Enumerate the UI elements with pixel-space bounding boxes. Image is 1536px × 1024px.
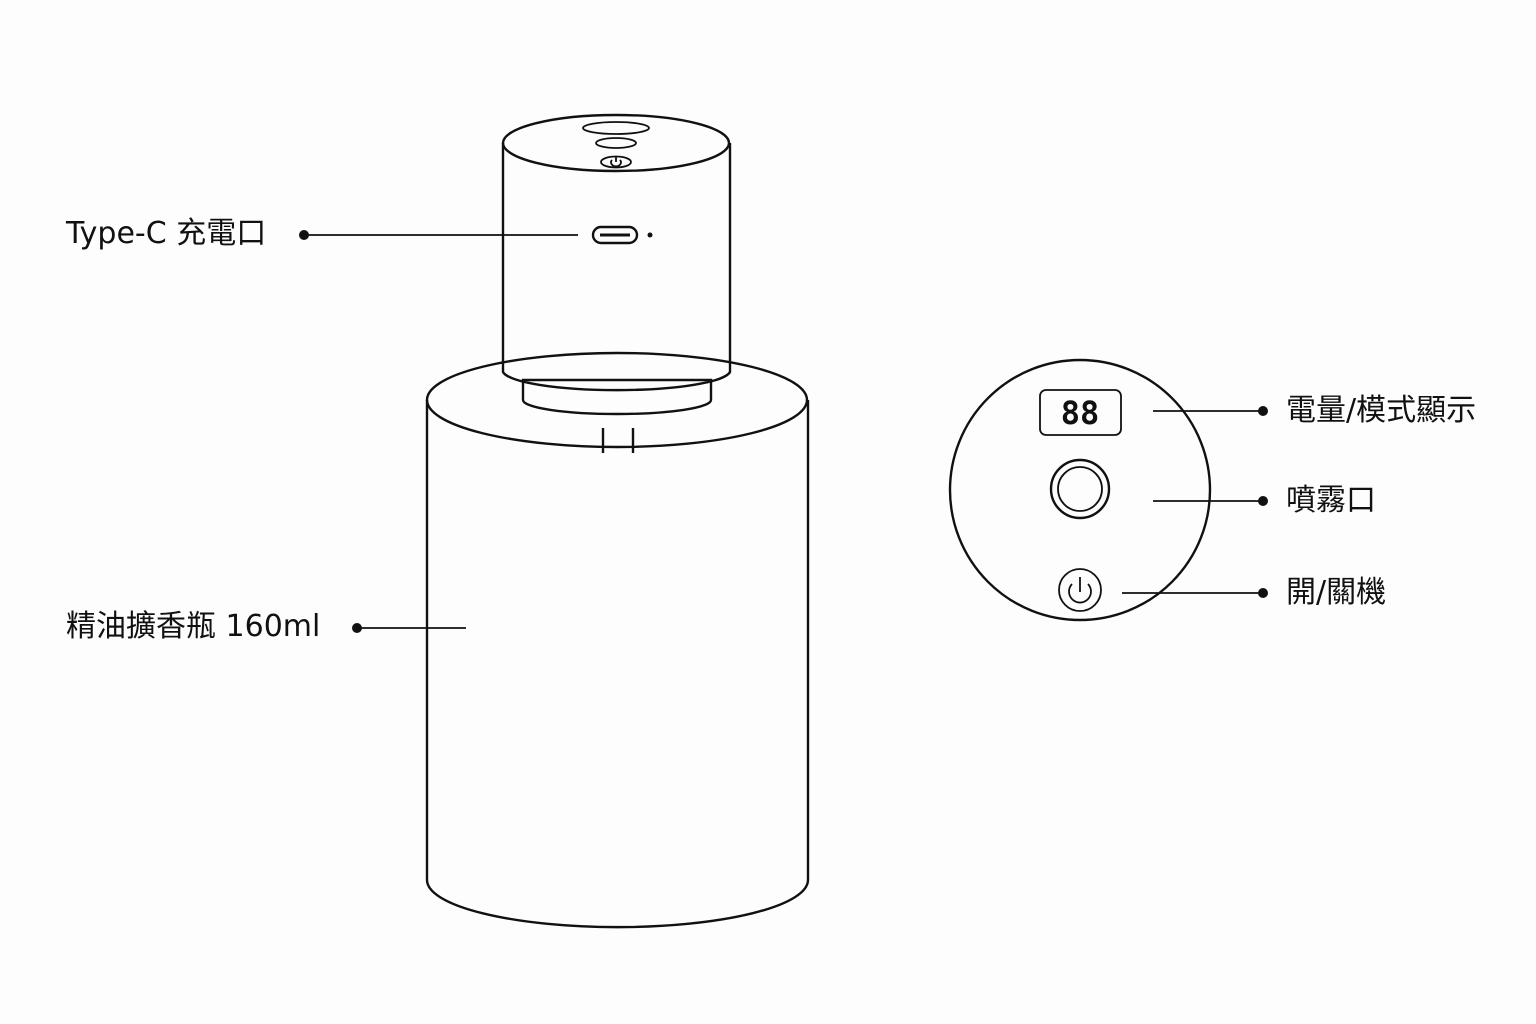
label-mist: 噴霧口: [1286, 483, 1376, 518]
led-display-icon: 88: [1039, 389, 1122, 436]
label-bottle: 精油擴香瓶 160ml: [66, 609, 321, 644]
power-icon: [600, 155, 632, 169]
diffuser-head: [501, 113, 732, 392]
bottle: [425, 351, 810, 929]
label-power: 開/關機: [1286, 575, 1387, 610]
neck: [521, 378, 713, 416]
display-readout: 88: [1061, 394, 1100, 432]
usb-c-port-icon: [591, 225, 653, 245]
leader-bottle: [352, 623, 466, 633]
power-button-icon: [1058, 568, 1102, 612]
label-type-c-port: Type-C 充電口: [66, 216, 267, 251]
leader-type-c: [299, 230, 578, 240]
label-display: 電量/模式顯示: [1286, 393, 1477, 428]
mist-nozzle-icon: [1049, 458, 1111, 520]
top-view-panel: 88: [948, 358, 1268, 622]
